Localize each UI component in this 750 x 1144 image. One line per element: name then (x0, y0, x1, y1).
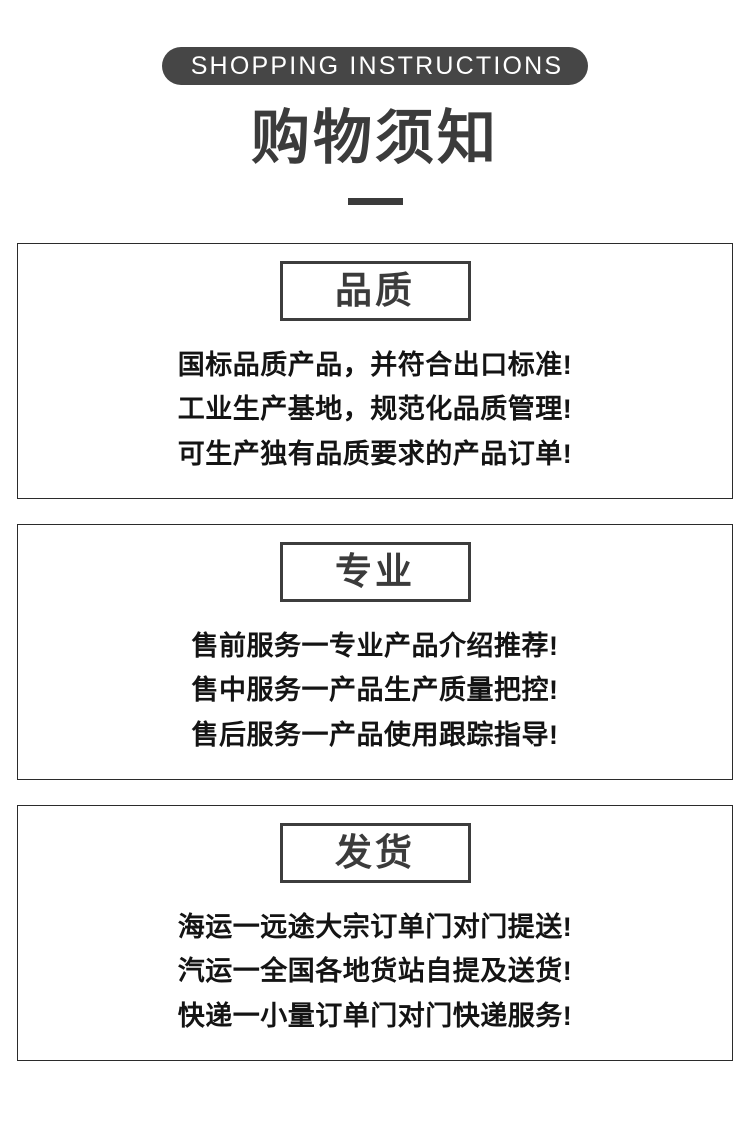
title-divider-icon (347, 197, 403, 205)
card-line: 工业生产基地，规范化品质管理! (177, 394, 573, 425)
card-body: 国标品质产品，并符合出口标准! 工业生产基地，规范化品质管理! 可生产独有品质要… (178, 346, 573, 473)
card-body: 海运一远途大宗订单门对门提送! 汽运一全国各地货站自提及送货! 快递一小量订单门… (178, 908, 573, 1035)
card-label: 专业 (335, 551, 415, 593)
card-line: 汽运一全国各地货站自提及送货! (177, 956, 573, 987)
card-label-box: 专业 (279, 541, 471, 602)
instruction-card: 专业 售前服务一专业产品介绍推荐! 售中服务一产品生产质量把控! 售后服务一产品… (17, 523, 733, 780)
card-body: 售前服务一专业产品介绍推荐! 售中服务一产品生产质量把控! 售后服务一产品使用跟… (192, 627, 559, 754)
card-label-box: 品质 (279, 260, 471, 321)
instruction-card: 品质 国标品质产品，并符合出口标准! 工业生产基地，规范化品质管理! 可生产独有… (17, 242, 733, 499)
section-badge-label: SHOPPING INSTRUCTIONS (190, 51, 564, 80)
card-line: 快递一小量订单门对门快递服务! (177, 1000, 573, 1031)
page-header: SHOPPING INSTRUCTIONS 购物须知 (0, 0, 750, 205)
instruction-card: 发货 海运一远途大宗订单门对门提送! 汽运一全国各地货站自提及送货! 快递一小量… (17, 804, 733, 1061)
card-line: 售中服务一产品生产质量把控! (191, 675, 559, 706)
card-line: 售后服务一产品使用跟踪指导! (191, 719, 559, 750)
card-line: 海运一远途大宗订单门对门提送! (177, 911, 573, 942)
page-title: 购物须知 (250, 105, 499, 171)
card-line: 售前服务一专业产品介绍推荐! (191, 630, 559, 661)
card-label-box: 发货 (279, 822, 471, 883)
instruction-card-list: 品质 国标品质产品，并符合出口标准! 工业生产基地，规范化品质管理! 可生产独有… (0, 242, 750, 1061)
section-badge: SHOPPING INSTRUCTIONS (162, 47, 588, 85)
card-line: 可生产独有品质要求的产品订单! (177, 438, 573, 469)
card-label: 发货 (335, 832, 415, 874)
card-label: 品质 (335, 270, 415, 312)
card-line: 国标品质产品，并符合出口标准! (177, 349, 573, 380)
